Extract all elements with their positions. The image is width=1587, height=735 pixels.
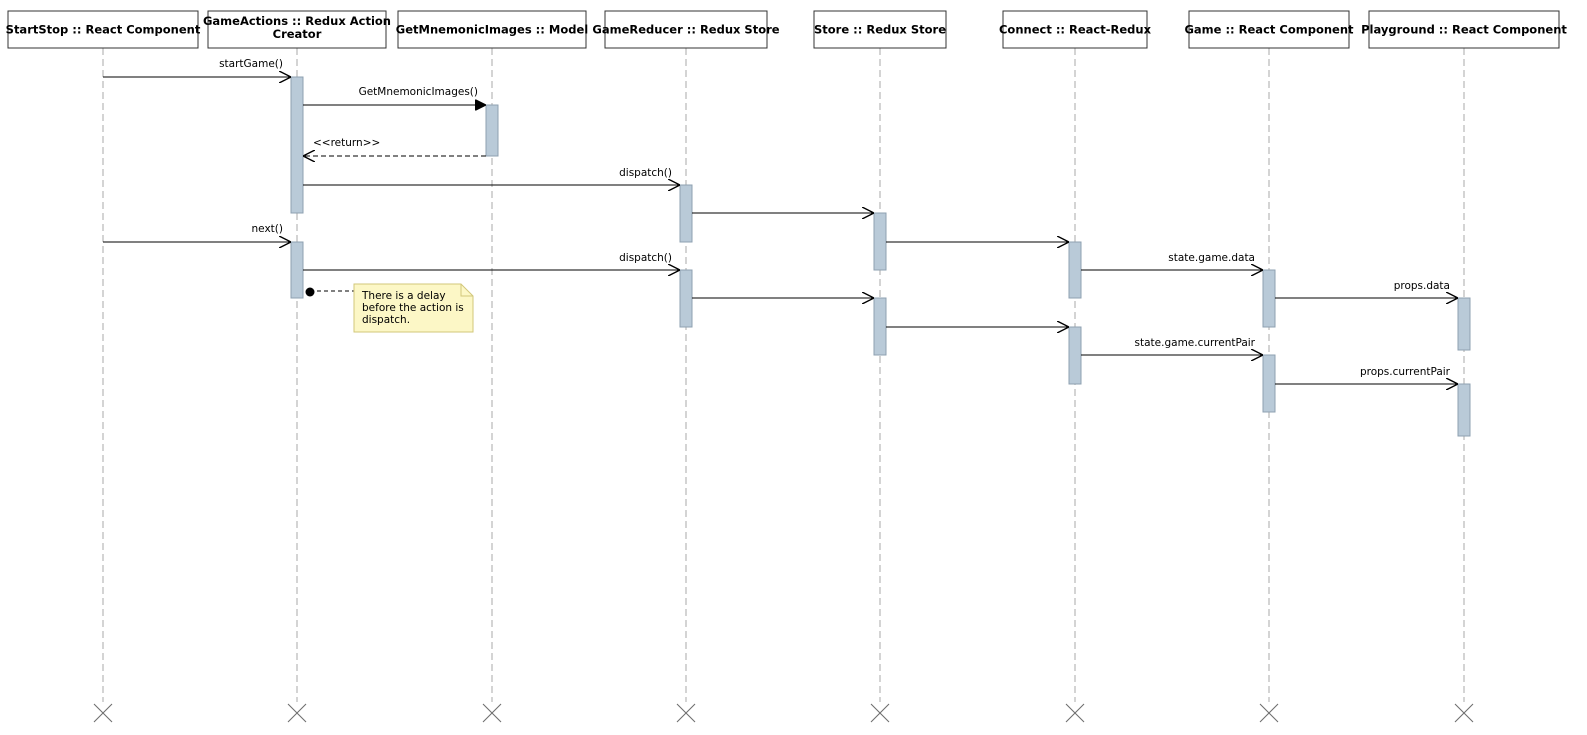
note-body: [353, 283, 474, 333]
activation-bar: [873, 212, 887, 271]
activation-bar: [1262, 354, 1276, 413]
message-label: dispatch(): [619, 252, 672, 264]
participant-box[interactable]: [604, 10, 768, 49]
destroy-mark: [676, 703, 696, 723]
participant-box[interactable]: [1188, 10, 1350, 49]
participant-label: Store :: Redux Store: [814, 23, 946, 37]
message-label: state.game.data: [1168, 252, 1255, 264]
message-props-data[interactable]: props.data: [1275, 280, 1458, 298]
participant-playground[interactable]: Playground :: React Component: [1361, 10, 1567, 49]
message-props-currentpair[interactable]: props.currentPair: [1275, 366, 1458, 384]
activation-bar: [1068, 241, 1082, 299]
participant-box[interactable]: [7, 10, 199, 49]
message-label: state.game.currentPair: [1135, 337, 1256, 349]
participant-label: Playground :: React Component: [1361, 23, 1567, 37]
activation-bar: [1457, 297, 1471, 351]
message-next[interactable]: next(): [103, 223, 291, 242]
participant-label: Creator: [273, 27, 322, 41]
note-text-line: before the action is: [362, 302, 464, 314]
message-getmnemonicimages[interactable]: GetMnemonicImages(): [303, 86, 486, 105]
activation-bar: [873, 297, 887, 356]
activation-bar: [679, 269, 693, 328]
activation-bar: [485, 104, 499, 157]
participant-gamereducer[interactable]: GameReducer :: Redux Store: [592, 10, 780, 49]
destroy-mark: [93, 703, 113, 723]
participant-label: GetMnemonicImages :: Model: [396, 23, 588, 37]
participant-connect[interactable]: Connect :: React-Redux: [999, 10, 1152, 49]
activation-bar: [1457, 383, 1471, 437]
message-label: dispatch(): [619, 167, 672, 179]
note-text-line: There is a delay: [361, 290, 446, 302]
participant-label: GameActions :: Redux Action: [203, 14, 391, 28]
message-startgame[interactable]: startGame(): [103, 58, 291, 77]
message-label: props.currentPair: [1360, 366, 1451, 378]
destroy-mark: [1065, 703, 1085, 723]
participant-label: StartStop :: React Component: [6, 23, 201, 37]
message-label: startGame(): [219, 58, 283, 70]
participant-label: GameReducer :: Redux Store: [592, 23, 779, 37]
activation-bar: [290, 76, 304, 214]
message-label: GetMnemonicImages(): [359, 86, 478, 98]
participant-label: Game :: React Component: [1184, 23, 1354, 37]
activation-bar: [679, 184, 693, 243]
note-anchor-dot: [305, 287, 315, 297]
participant-box[interactable]: [1002, 10, 1148, 49]
participant-box[interactable]: [397, 10, 587, 49]
destroy-mark: [1454, 703, 1474, 723]
activation-bar: [1262, 269, 1276, 328]
message-state-game-currentpair[interactable]: state.game.currentPair: [1081, 337, 1263, 355]
destroy-mark: [1259, 703, 1279, 723]
destroy-mark: [482, 703, 502, 723]
message-return[interactable]: <<return>>: [303, 137, 486, 156]
participant-label: Connect :: React-Redux: [999, 23, 1152, 37]
participant-store[interactable]: Store :: Redux Store: [813, 10, 947, 49]
message-dispatch[interactable]: dispatch(): [303, 252, 680, 270]
message-label: <<return>>: [313, 137, 380, 149]
activation-bar: [1068, 326, 1082, 385]
message-dispatch[interactable]: dispatch(): [303, 167, 680, 185]
message-state-game-data[interactable]: state.game.data: [1081, 252, 1263, 270]
participant-game[interactable]: Game :: React Component: [1184, 10, 1354, 49]
note-fold: [460, 284, 473, 297]
destroy-mark: [287, 703, 307, 723]
note-text-line: dispatch.: [362, 314, 410, 326]
participant-box[interactable]: [813, 10, 947, 49]
activation-bar: [290, 241, 304, 299]
participant-getmnemonic[interactable]: GetMnemonicImages :: Model: [396, 10, 588, 49]
message-label: next(): [252, 223, 283, 235]
message-label: props.data: [1394, 280, 1450, 292]
destroy-mark: [870, 703, 890, 723]
participant-box[interactable]: [207, 10, 387, 49]
participant-startstop[interactable]: StartStop :: React Component: [6, 10, 201, 49]
participant-box[interactable]: [1368, 10, 1560, 49]
